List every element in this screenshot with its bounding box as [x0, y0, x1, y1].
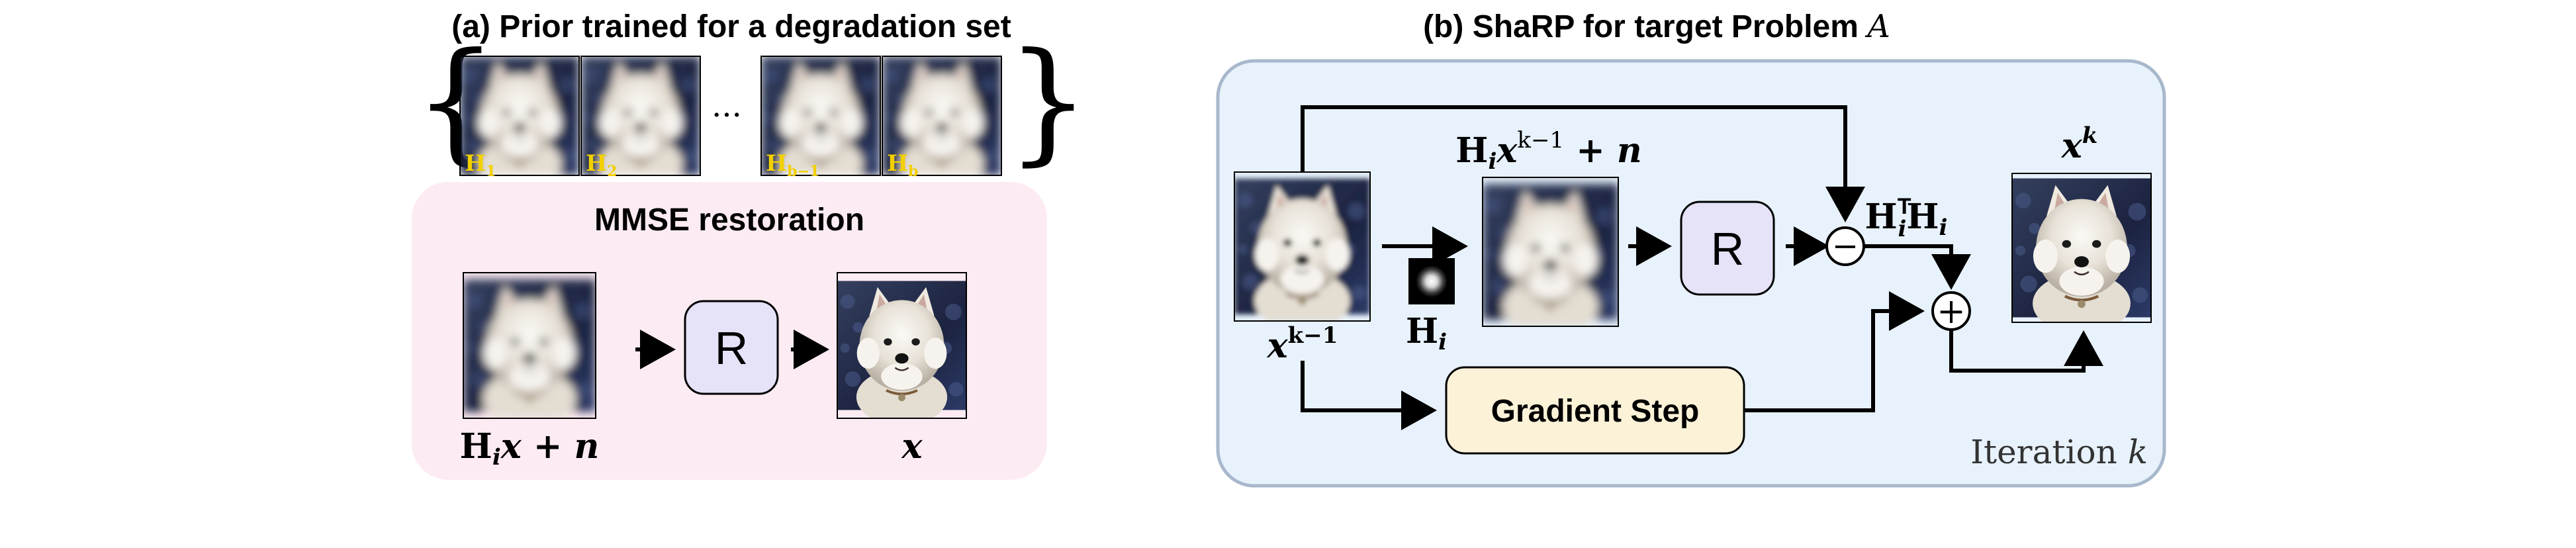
arrow-plus-to-output	[1949, 330, 2103, 373]
sharp-restorer-box	[1680, 201, 1775, 296]
degradation-thumbnail-2: H2	[580, 56, 701, 180]
iteration-label: Iteration k	[1970, 433, 2148, 471]
mmse-input-caption: Hix + n	[460, 426, 600, 471]
mmse-input-image	[463, 272, 596, 419]
mmse-restoration-title: MMSE restoration	[594, 203, 864, 238]
arrow-gradient-to-plus	[1744, 291, 1925, 412]
sharp-input-caption: xk−1	[1267, 322, 1338, 366]
add-symbol: +	[1937, 292, 1966, 332]
blur-kernel-glow	[1416, 265, 1448, 297]
arrow-minus-to-plus	[1864, 244, 1971, 290]
arrow-input-to-gradient	[1301, 361, 1437, 430]
right-brace: }	[1006, 24, 1090, 179]
subtract-symbol: −	[1832, 228, 1859, 265]
sharp-restorer-label: R	[1711, 223, 1745, 275]
degradation-thumbnail-1: H1	[459, 56, 580, 180]
mmse-restorer-label: R	[715, 322, 749, 374]
degradation-thumbnail-b-minus-1: Hb−1	[760, 56, 881, 180]
thumbnail-ellipsis: ···	[712, 97, 742, 134]
sharp-output-image	[2011, 173, 2152, 323]
operator-label-h1: H1	[465, 150, 496, 180]
mmse-restorer-box	[684, 300, 779, 395]
gradient-step-label: Gradient Step	[1491, 394, 1700, 429]
operator-label-hb: Hb	[887, 150, 919, 180]
sharp-degraded-image	[1482, 177, 1619, 327]
operator-label-hb-1: Hb−1	[766, 150, 819, 180]
operator-label-h2: H2	[586, 150, 617, 180]
blur-kernel-caption: Hi	[1406, 311, 1447, 355]
mmse-output-image	[837, 272, 967, 419]
panel-b-title: (b) ShaRP for target Problem A	[1423, 8, 1890, 45]
sharp-degraded-caption: Hixk−1 + n	[1455, 127, 1641, 175]
mmse-output-caption: x	[901, 426, 923, 467]
sharp-output-caption: xk	[2061, 122, 2098, 166]
skip-connection-top	[1301, 105, 1865, 222]
sharp-input-image	[1234, 171, 1371, 322]
panel-a-title: (a) Prior trained for a degradation set	[451, 9, 1011, 44]
degradation-thumbnail-b: Hb	[882, 56, 1002, 180]
